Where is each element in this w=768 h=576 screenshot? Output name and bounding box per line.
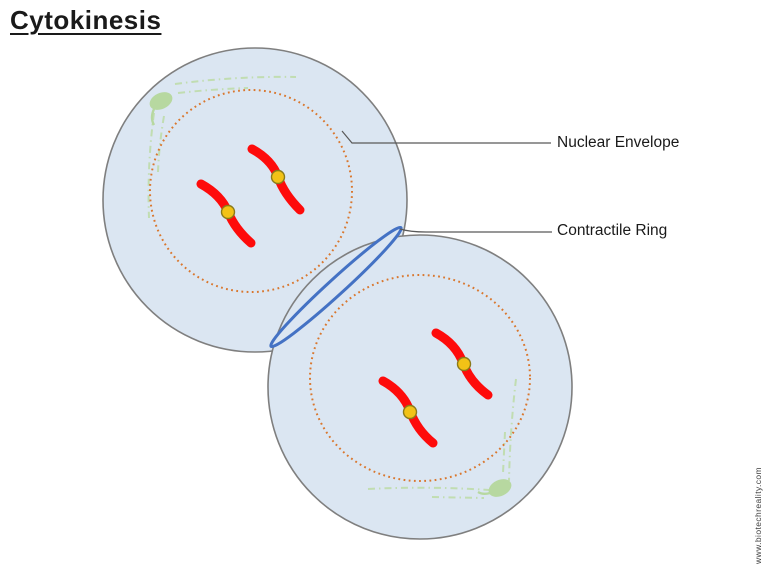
watermark-url: www.biotechreality.com — [753, 467, 763, 564]
centromere — [456, 356, 472, 372]
microtubule — [157, 115, 165, 173]
nuclear-envelope-bottom-right — [309, 274, 531, 482]
leader-line-nuclear-envelope — [341, 130, 551, 144]
microtubule — [508, 378, 517, 482]
microtubule — [502, 431, 506, 474]
centromere — [402, 404, 418, 420]
label-contractile-ring: Contractile Ring — [557, 222, 668, 239]
cell-membrane-bottom-right — [267, 234, 573, 540]
microtubule — [177, 87, 249, 94]
chromosomes-top-left — [196, 144, 305, 248]
centrosome-icon — [149, 92, 173, 110]
centrosome-icon — [488, 479, 512, 497]
contractile-ring-ellipse — [269, 225, 403, 349]
centrosome-tail — [477, 490, 491, 495]
centromere — [220, 204, 236, 220]
microtubule — [174, 75, 297, 85]
page-title: Cytokinesis — [10, 5, 162, 35]
centromere — [270, 169, 286, 185]
leader-line-contractile-ring — [399, 228, 552, 233]
chromosomes-bottom-right — [378, 328, 493, 448]
centrosome-tail — [150, 108, 156, 126]
nuclear-envelope-top-left — [149, 89, 353, 293]
centrosome-complex-bottom-right — [367, 378, 517, 499]
centrosome-complex-top-left — [147, 75, 297, 219]
label-nuclear-envelope: Nuclear Envelope — [557, 134, 680, 151]
